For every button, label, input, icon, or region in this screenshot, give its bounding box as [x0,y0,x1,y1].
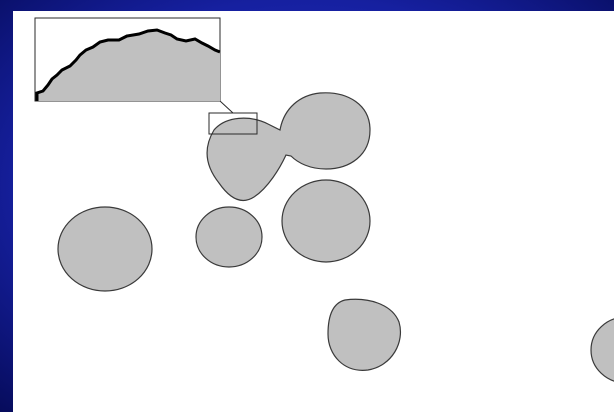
zoom-connector-line [219,100,234,114]
blob-merged-pair [206,92,371,202]
blob-mid-right [281,179,371,263]
blob-diagram [13,11,614,412]
blob-edge-right [590,318,614,382]
blob-mid-small [195,206,263,268]
diagram-canvas [13,11,614,412]
zoom-inset-profile-line [35,28,221,101]
zoom-inset [34,17,221,102]
blob-left [57,206,153,292]
zoom-inset-profile-fill [37,30,220,101]
blob-bottom [327,298,401,371]
